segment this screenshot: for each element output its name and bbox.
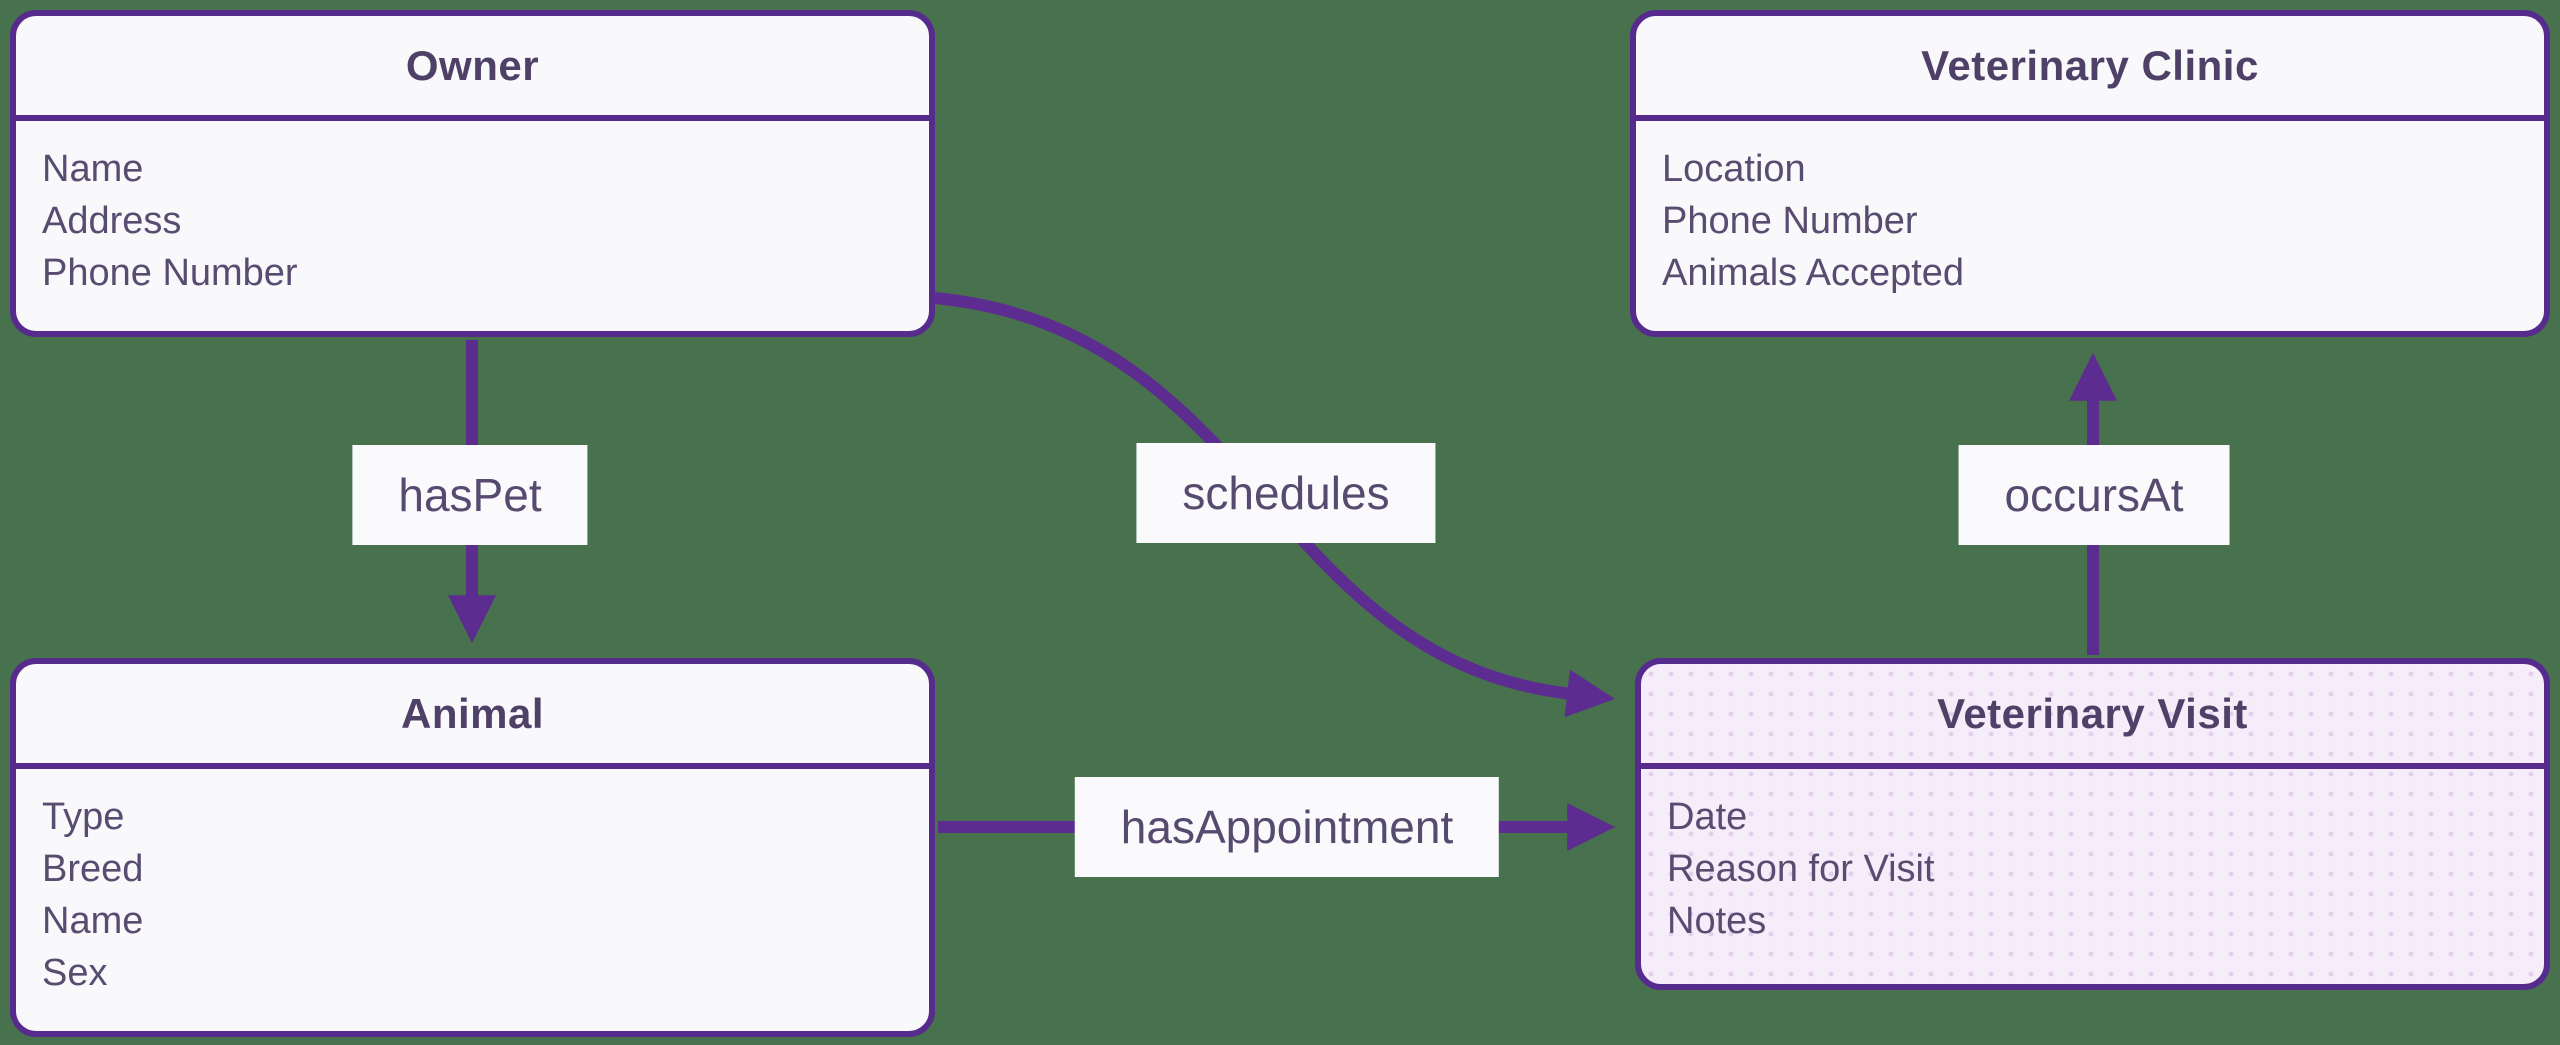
- entity-veterinary-clinic-attributes: Location Phone Number Animals Accepted: [1636, 121, 2544, 299]
- entity-owner-attributes: Name Address Phone Number: [16, 121, 929, 299]
- entity-owner-header: Owner: [16, 16, 929, 121]
- entity-owner-title: Owner: [405, 41, 540, 89]
- entity-animal-title: Animal: [400, 689, 545, 737]
- attribute: Phone Number: [42, 252, 298, 294]
- entity-veterinary-visit-header: Veterinary Visit: [1641, 664, 2544, 769]
- entity-animal-attributes: Type Breed Name Sex: [16, 769, 929, 999]
- attribute: Type: [42, 796, 125, 838]
- attribute: Phone Number: [1662, 200, 1918, 242]
- attribute: Animals Accepted: [1662, 252, 1965, 294]
- entity-animal-header: Animal: [16, 664, 929, 769]
- entity-veterinary-visit: Veterinary Visit Date Reason for Visit N…: [1635, 658, 2550, 990]
- entity-veterinary-visit-title: Veterinary Visit: [1937, 689, 2248, 737]
- attribute: Date: [1667, 796, 1748, 838]
- entity-veterinary-clinic-header: Veterinary Clinic: [1636, 16, 2544, 121]
- entity-owner: Owner Name Address Phone Number: [10, 10, 935, 337]
- entity-veterinary-visit-attributes: Date Reason for Visit Notes: [1641, 769, 2544, 947]
- attribute: Notes: [1667, 900, 1767, 942]
- attribute: Sex: [42, 952, 108, 994]
- attribute: Name: [42, 900, 144, 942]
- relationship-label-schedules: schedules: [1136, 443, 1436, 543]
- attribute: Address: [42, 200, 182, 242]
- attribute: Reason for Visit: [1667, 848, 1935, 890]
- attribute: Location: [1662, 148, 1806, 190]
- relationship-label-has-appointment: hasAppointment: [1074, 777, 1500, 877]
- attribute: Breed: [42, 848, 144, 890]
- relationship-label-occurs-at: occursAt: [1958, 445, 2230, 545]
- entity-veterinary-clinic: Veterinary Clinic Location Phone Number …: [1630, 10, 2550, 337]
- attribute: Name: [42, 148, 144, 190]
- relationship-label-has-pet: hasPet: [352, 445, 588, 545]
- entity-veterinary-clinic-title: Veterinary Clinic: [1921, 41, 2259, 89]
- entity-animal: Animal Type Breed Name Sex: [10, 658, 935, 1037]
